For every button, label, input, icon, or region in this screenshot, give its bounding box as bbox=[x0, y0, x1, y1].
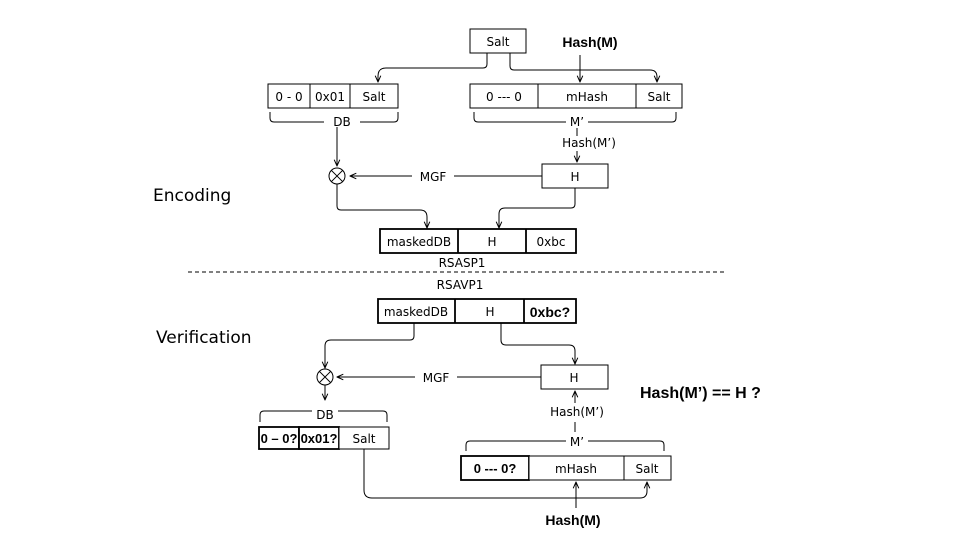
enc-xor-icon bbox=[328, 167, 346, 185]
enc-em-box: maskedDB H 0xbc bbox=[379, 228, 577, 254]
enc-em-field-h: H bbox=[487, 235, 496, 249]
ver-em-field-h: H bbox=[485, 305, 494, 319]
enc-h-box: H bbox=[541, 163, 609, 189]
ver-db-brace bbox=[259, 410, 388, 422]
ver-mprime-brace-label: M’ bbox=[570, 435, 584, 449]
ver-mprime-field-padding-check: 0 --- 0? bbox=[474, 461, 517, 476]
enc-hash-mprime-label: Hash(M’) bbox=[562, 136, 616, 150]
enc-rsasp1-label: RSASP1 bbox=[439, 256, 486, 270]
enc-arrow-h-to-em-h bbox=[499, 188, 576, 228]
ver-mgf-label: MGF bbox=[423, 371, 450, 385]
ver-db-box: 0 – 0? 0x01? Salt bbox=[258, 426, 390, 450]
ver-arrow-em-h-to-h bbox=[500, 323, 575, 364]
enc-arrow-salt-to-db bbox=[378, 53, 488, 82]
enc-arrow-salt-to-mprime bbox=[509, 53, 657, 82]
ver-h-label: H bbox=[569, 371, 578, 385]
ver-db-field-salt: Salt bbox=[352, 432, 375, 446]
enc-hash-m-label: Hash(M) bbox=[562, 34, 617, 50]
ver-arrow-salt-to-mprime bbox=[363, 449, 647, 499]
enc-db-field-salt: Salt bbox=[362, 90, 385, 104]
section-label-verification: Verification bbox=[156, 328, 252, 348]
enc-db-field-padding: 0 - 0 bbox=[275, 90, 302, 104]
ver-xor-icon bbox=[316, 368, 334, 386]
ver-hash-mprime-label: Hash(M’) bbox=[550, 405, 604, 419]
enc-mprime-brace bbox=[473, 112, 677, 123]
enc-em-field-bc: 0xbc bbox=[537, 235, 566, 249]
ver-db-field-separator-check: 0x01? bbox=[301, 431, 338, 446]
enc-mgf-label: MGF bbox=[420, 170, 447, 184]
enc-db-box: 0 - 0 0x01 Salt bbox=[267, 83, 399, 109]
ver-em-field-maskeddb: maskedDB bbox=[384, 305, 448, 319]
enc-salt-label: Salt bbox=[486, 35, 509, 49]
enc-salt-box: Salt bbox=[469, 28, 527, 54]
ver-arrow-maskeddb-to-xor bbox=[325, 323, 415, 368]
enc-db-field-separator: 0x01 bbox=[315, 90, 345, 104]
section-label-encoding: Encoding bbox=[153, 186, 231, 206]
enc-mprime-field-salt: Salt bbox=[647, 90, 670, 104]
ver-mprime-field-mhash: mHash bbox=[555, 462, 597, 476]
enc-mprime-brace-label: M’ bbox=[570, 115, 584, 129]
ver-db-field-padding-check: 0 – 0? bbox=[261, 431, 298, 446]
ver-mprime-brace bbox=[465, 440, 665, 451]
ver-mgf-bg bbox=[415, 369, 457, 385]
ver-hash-m-label: Hash(M) bbox=[545, 512, 600, 528]
enc-mprime-box: 0 --- 0 mHash Salt bbox=[469, 83, 683, 109]
ver-mprime-field-salt: Salt bbox=[635, 462, 658, 476]
enc-mprime-field-padding: 0 --- 0 bbox=[486, 90, 522, 104]
ver-compare-label: Hash(M’) == H ? bbox=[640, 385, 761, 402]
ver-mprime-box: 0 --- 0? mHash Salt bbox=[460, 455, 672, 481]
enc-arrow-xor-to-maskeddb bbox=[336, 184, 427, 228]
ver-rsavp1-label: RSAVP1 bbox=[437, 278, 484, 292]
ver-em-box: maskedDB H 0xbc? bbox=[377, 298, 577, 324]
enc-db-brace-label: DB bbox=[333, 115, 350, 129]
ver-h-box: H bbox=[540, 364, 609, 390]
enc-mprime-field-mhash: mHash bbox=[566, 90, 608, 104]
ver-em-field-bc-check: 0xbc? bbox=[530, 304, 570, 320]
enc-h-label: H bbox=[570, 170, 579, 184]
enc-em-field-maskeddb: maskedDB bbox=[387, 235, 451, 249]
enc-mgf-bg bbox=[412, 168, 454, 184]
ver-db-brace-label: DB bbox=[316, 408, 333, 422]
enc-db-brace bbox=[269, 112, 399, 123]
